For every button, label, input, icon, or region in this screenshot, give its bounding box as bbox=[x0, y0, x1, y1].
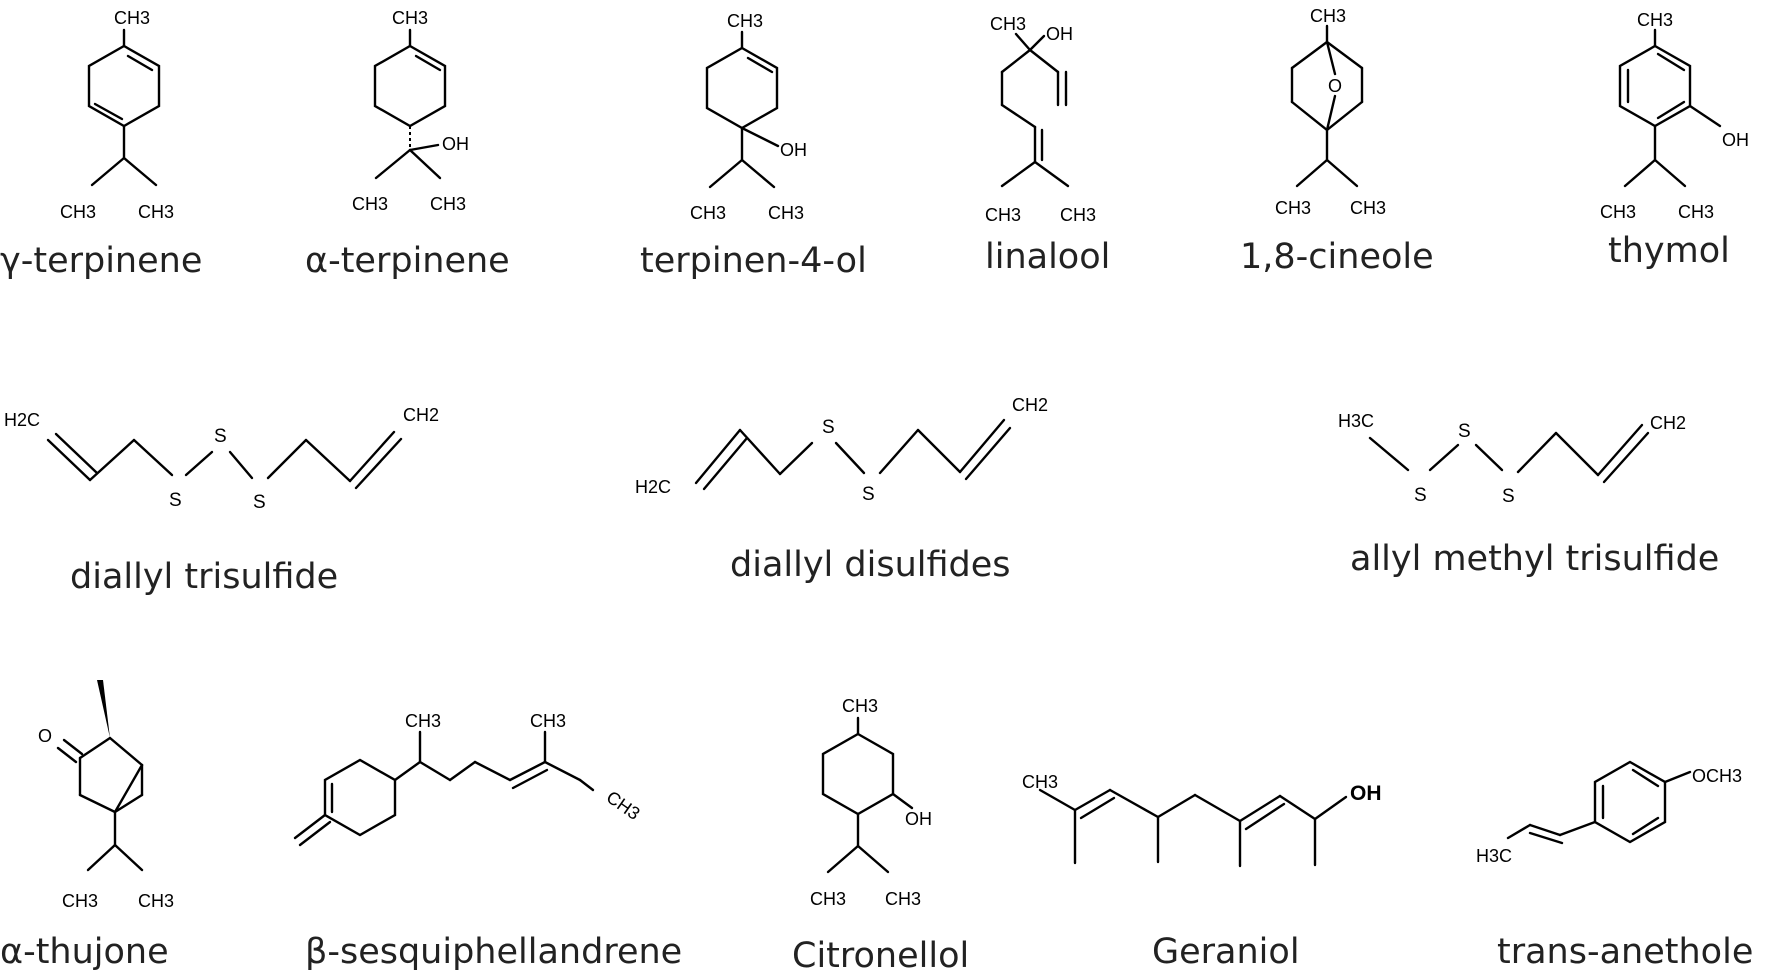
molecule-cineole: CH3 O CH3 CH3 1,8-cineole bbox=[1240, 6, 1434, 277]
atom-label: S bbox=[1458, 421, 1471, 442]
atom-label: O bbox=[38, 726, 52, 746]
atom-label: CH3 bbox=[430, 194, 466, 214]
compound-name: Geraniol bbox=[1152, 932, 1300, 972]
compound-name: α-thujone bbox=[0, 932, 169, 972]
compound-name: thymol bbox=[1608, 231, 1730, 271]
structure-bonds bbox=[1368, 423, 1650, 484]
structure-bonds bbox=[46, 430, 403, 490]
atom-label: CH3 bbox=[1275, 198, 1311, 218]
atom-label: H3C bbox=[1338, 411, 1374, 431]
structure-bonds bbox=[1038, 788, 1348, 868]
compound-name: α-terpinene bbox=[305, 241, 510, 281]
atom-label: OH bbox=[442, 134, 469, 154]
atom-label: CH3 bbox=[842, 696, 878, 716]
atom-label: CH2 bbox=[1012, 395, 1048, 415]
atom-label: CH3 bbox=[1600, 202, 1636, 222]
atom-label: S bbox=[822, 417, 835, 438]
atom-label: CH3 bbox=[768, 203, 804, 223]
molecule-gamma-terpinene: CH3 CH3 CH3 γ-terpinene bbox=[0, 8, 202, 281]
compound-name: diallyl trisulfide bbox=[70, 557, 338, 597]
atom-label: CH3 bbox=[990, 14, 1026, 34]
molecule-alpha-thujone: O CH3 CH3 α-thujone bbox=[0, 680, 174, 972]
atom-label: CH3 bbox=[727, 11, 763, 31]
molecule-thymol: CH3 OH CH3 CH3 thymol bbox=[1600, 10, 1749, 271]
atom-label: CH3 bbox=[1022, 772, 1058, 792]
structure-bonds bbox=[87, 28, 161, 187]
structure-bonds bbox=[1000, 32, 1070, 188]
compound-name: allyl methyl trisulfide bbox=[1350, 539, 1719, 579]
atom-label: CH3 bbox=[352, 194, 388, 214]
atom-label: S bbox=[214, 426, 227, 447]
atom-label: CH3 bbox=[603, 787, 644, 824]
atom-label: S bbox=[1502, 486, 1515, 507]
atom-label: CH3 bbox=[392, 8, 428, 28]
atom-label: CH3 bbox=[530, 711, 566, 731]
molecule-citronellol: CH3 OH CH3 CH3 Citronellol bbox=[792, 696, 969, 976]
molecule-diallyl-disulfides: H2C CH2 S S diallyl disulfides bbox=[635, 395, 1048, 585]
molecule-allyl-methyl-trisulfide: H3C CH2 S S S allyl methyl trisulfide bbox=[1338, 411, 1719, 579]
atom-label: S bbox=[862, 484, 875, 505]
atom-label: O bbox=[1328, 76, 1342, 96]
atom-label: OH bbox=[1046, 24, 1073, 44]
compound-name: γ-terpinene bbox=[0, 241, 202, 281]
structure-bonds bbox=[1506, 760, 1692, 845]
atom-label: S bbox=[253, 492, 266, 513]
compound-name: 1,8-cineole bbox=[1240, 237, 1434, 277]
atom-label: CH3 bbox=[138, 202, 174, 222]
compound-name: β-sesquiphellandrene bbox=[305, 932, 682, 972]
compound-name: Citronellol bbox=[792, 936, 969, 976]
compound-name: terpinen-4-ol bbox=[640, 241, 867, 281]
structure-bonds bbox=[1618, 28, 1722, 188]
atom-label: CH3 bbox=[810, 889, 846, 909]
atom-label: CH3 bbox=[138, 891, 174, 911]
molecule-linalool: CH3 OH CH3 CH3 linalool bbox=[985, 14, 1110, 277]
compound-name: diallyl disulfides bbox=[730, 545, 1011, 585]
molecule-alpha-terpinene: CH3 OH CH3 CH3 α-terpinene bbox=[305, 8, 510, 281]
atom-label: CH2 bbox=[403, 405, 439, 425]
molecule-trans-anethole: OCH3 H3C trans-anethole bbox=[1476, 760, 1753, 972]
atom-label: CH3 bbox=[1060, 205, 1096, 225]
compound-name: linalool bbox=[985, 237, 1110, 277]
atom-label: OH bbox=[780, 140, 807, 160]
atom-label: H2C bbox=[635, 477, 671, 497]
atom-label: S bbox=[169, 490, 182, 511]
molecule-beta-sesquiphellandrene: CH3 CH3 CH3 β-sesquiphellandrene bbox=[293, 711, 682, 972]
atom-label: H2C bbox=[4, 410, 40, 430]
atom-label: OH bbox=[1350, 782, 1382, 805]
structure-bonds bbox=[56, 680, 144, 872]
atom-label: CH3 bbox=[405, 711, 441, 731]
atom-label: OH bbox=[1722, 130, 1749, 150]
structure-bonds bbox=[821, 716, 914, 874]
atom-label: CH3 bbox=[62, 891, 98, 911]
atom-label: CH3 bbox=[114, 8, 150, 28]
atom-label: CH3 bbox=[885, 889, 921, 909]
atom-label: CH3 bbox=[1350, 198, 1386, 218]
structure-bonds bbox=[694, 418, 1012, 491]
atom-label: CH3 bbox=[985, 205, 1021, 225]
atom-label: CH2 bbox=[1650, 413, 1686, 433]
structure-bonds bbox=[705, 30, 780, 189]
molecule-diallyl-trisulfide: H2C CH2 S S S diallyl trisulfide bbox=[4, 405, 439, 597]
atom-label: OCH3 bbox=[1692, 766, 1742, 786]
atom-label: OH bbox=[905, 809, 932, 829]
atom-label: CH3 bbox=[690, 203, 726, 223]
structure-bonds bbox=[373, 28, 447, 180]
compound-name: trans-anethole bbox=[1497, 932, 1753, 972]
structure-bonds bbox=[1290, 24, 1364, 188]
molecule-terpinen-4-ol: CH3 OH CH3 CH3 terpinen-4-ol bbox=[640, 11, 867, 281]
atom-label: H3C bbox=[1476, 846, 1512, 866]
atom-label: S bbox=[1414, 485, 1427, 506]
structure-bonds bbox=[293, 730, 595, 847]
atom-label: CH3 bbox=[1637, 10, 1673, 30]
molecule-geraniol: CH3 OH Geraniol bbox=[1022, 772, 1382, 972]
atom-label: CH3 bbox=[1310, 6, 1346, 26]
atom-label: CH3 bbox=[60, 202, 96, 222]
atom-label: CH3 bbox=[1678, 202, 1714, 222]
